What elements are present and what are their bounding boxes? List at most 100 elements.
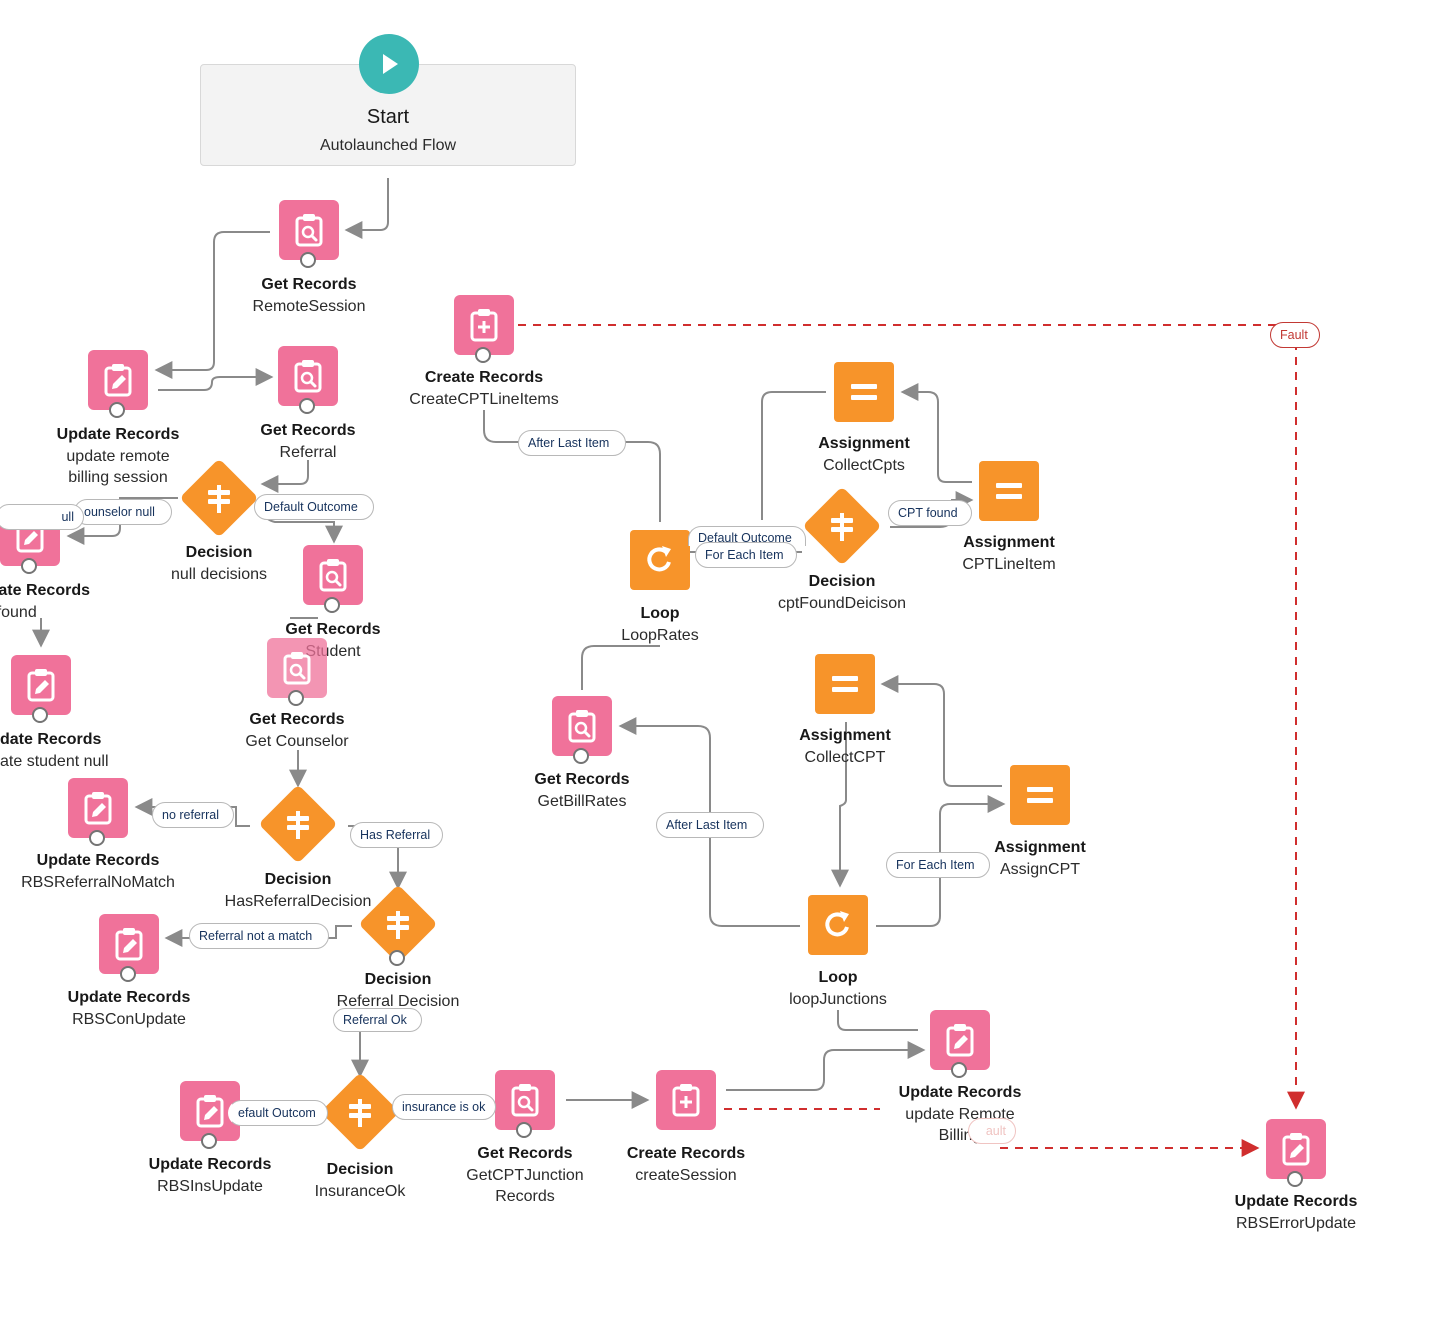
- loop-icon: [808, 895, 868, 955]
- node-type: Update Records: [148, 1156, 272, 1173]
- create-records-icon: [454, 295, 514, 355]
- node-label: cptFoundDeicison: [777, 595, 907, 612]
- connector-label-has-referral[interactable]: Has Referral: [350, 822, 443, 848]
- node-type: Decision: [326, 1161, 394, 1178]
- node-connector-port[interactable]: [1287, 1171, 1303, 1187]
- node-connector-port[interactable]: [516, 1122, 532, 1138]
- node-type: Assignment: [963, 534, 1055, 551]
- node-connector-port[interactable]: [109, 402, 125, 418]
- connector-loop-rates-to-bill-rates[interactable]: [581, 645, 660, 690]
- connector-create-session-to-update-remote-billing[interactable]: [726, 1041, 926, 1091]
- node-label: not found: [0, 604, 37, 621]
- node-label: InsuranceOk: [314, 1183, 406, 1200]
- node-label: update remote billing session: [66, 448, 170, 486]
- node-type: Get Records: [249, 711, 345, 728]
- connector-label-default-outcome-insurance[interactable]: efault Outcom: [228, 1100, 328, 1126]
- connector-label-cpt-found[interactable]: CPT found: [888, 500, 972, 526]
- node-label: createSession: [635, 1167, 737, 1184]
- get-records-icon: [279, 200, 339, 260]
- connector-label-fault-bottom[interactable]: ault: [968, 1118, 1016, 1144]
- loop-icon: [630, 530, 690, 590]
- node-connector-port[interactable]: [21, 558, 37, 574]
- start-subtitle: Autolaunched Flow: [319, 137, 457, 154]
- node-type: Update Records: [67, 989, 191, 1006]
- node-label: Referral Decision: [336, 993, 460, 1010]
- node-type: Assignment: [994, 839, 1086, 856]
- fault-connector-top[interactable]: [518, 324, 1305, 1110]
- connector-loop-rates-to-collect-cpts[interactable]: [761, 391, 826, 520]
- node-label: RBSConUpdate: [72, 1011, 186, 1028]
- connector-label-referral-not-a-match[interactable]: Referral not a match: [189, 923, 329, 949]
- node-connector-port[interactable]: [573, 748, 589, 764]
- node-connector-port[interactable]: [300, 252, 316, 268]
- node-connector-port[interactable]: [389, 950, 405, 966]
- assignment-icon: [1010, 765, 1070, 825]
- connector-label-insurance-is-ok[interactable]: insurance is ok: [392, 1094, 496, 1120]
- connector-label-for-each-item-rates[interactable]: For Each Item: [695, 542, 797, 568]
- connector-label-default-outcome-cpt[interactable]: Default Outcome: [688, 526, 806, 546]
- node-connector-port[interactable]: [32, 707, 48, 723]
- node-type: Assignment: [799, 727, 891, 744]
- node-connector-port[interactable]: [288, 690, 304, 706]
- node-type: Get Records: [261, 276, 357, 293]
- play-icon[interactable]: [359, 34, 419, 94]
- node-label: RBSInsUpdate: [157, 1178, 263, 1195]
- node-label: CollectCPT: [804, 749, 886, 766]
- connector-label-after-last-item-rates[interactable]: After Last Item: [518, 430, 626, 456]
- node-type: Update Records: [56, 426, 180, 443]
- node-label: HasReferralDecision: [224, 893, 372, 910]
- node-type: Update Records: [1234, 1193, 1358, 1210]
- update-records-icon: [180, 1081, 240, 1141]
- node-label: AssignCPT: [999, 861, 1081, 878]
- connector-cpt-line-items-to-loop-rates[interactable]: [483, 410, 661, 522]
- connector-start-to-remote-session[interactable]: [344, 178, 389, 239]
- connector-label-fault[interactable]: Fault: [1270, 322, 1320, 348]
- decision-icon: [320, 1072, 400, 1152]
- connector-label-referral-ok[interactable]: Referral Ok: [333, 1008, 422, 1032]
- node-type: Decision: [264, 871, 332, 888]
- connector-collect-cpt-to-loop-junctions[interactable]: [831, 722, 849, 888]
- update-records-icon: [88, 350, 148, 410]
- connector-label-student-null[interactable]: ull: [0, 504, 84, 530]
- node-type: Update Records: [36, 852, 160, 869]
- connector-assign-cpt-to-collect-cpt[interactable]: [880, 675, 1002, 787]
- connector-loop-junctions-to-update-remote-billing[interactable]: [837, 1010, 918, 1031]
- node-label: LoopRates: [621, 627, 699, 644]
- node-connector-port[interactable]: [201, 1133, 217, 1149]
- node-type: Create Records: [626, 1145, 746, 1162]
- node-type: Decision: [364, 971, 432, 988]
- node-connector-port[interactable]: [475, 347, 491, 363]
- connector-null-to-counselor-not-found[interactable]: [66, 497, 178, 545]
- connector-referral-to-null-decisions[interactable]: [260, 460, 309, 493]
- update-records-icon: [11, 655, 71, 715]
- decision-icon: [179, 458, 259, 538]
- connector-label-counselor-null[interactable]: ounselor null: [74, 499, 172, 525]
- node-connector-port[interactable]: [324, 597, 340, 613]
- node-label: CollectCpts: [823, 457, 905, 474]
- get-records-icon: [552, 696, 612, 756]
- connector-label-after-last-item-junctions[interactable]: After Last Item: [656, 812, 764, 838]
- connector-label-no-referral[interactable]: no referral: [152, 802, 234, 828]
- node-connector-port[interactable]: [299, 398, 315, 414]
- node-label: GetCPTJunction Records: [466, 1167, 584, 1205]
- node-label: Get Counselor: [245, 733, 349, 750]
- connector-update-billing-to-referral[interactable]: [158, 368, 274, 391]
- get-records-icon: [495, 1070, 555, 1130]
- node-connector-port[interactable]: [89, 830, 105, 846]
- node-type: Loop: [640, 605, 680, 622]
- assignment-icon: [815, 654, 875, 714]
- connector-cpt-line-item-to-collect-cpts[interactable]: [900, 383, 972, 483]
- connector-label-for-each-item-junctions[interactable]: For Each Item: [886, 852, 990, 878]
- node-label: CPTLineItem: [962, 556, 1056, 573]
- connector-remote-session-to-update-billing[interactable]: [154, 231, 270, 379]
- node-label: Student: [305, 643, 361, 660]
- node-connector-port[interactable]: [120, 966, 136, 982]
- connector-label-default-outcome-null[interactable]: Default Outcome: [254, 494, 374, 520]
- node-type: Get Records: [260, 422, 356, 439]
- node-type: ate Records: [0, 582, 90, 599]
- get-records-icon: [303, 545, 363, 605]
- node-connector-port[interactable]: [951, 1062, 967, 1078]
- node-type: Assignment: [818, 435, 910, 452]
- node-type: Get Records: [477, 1145, 573, 1162]
